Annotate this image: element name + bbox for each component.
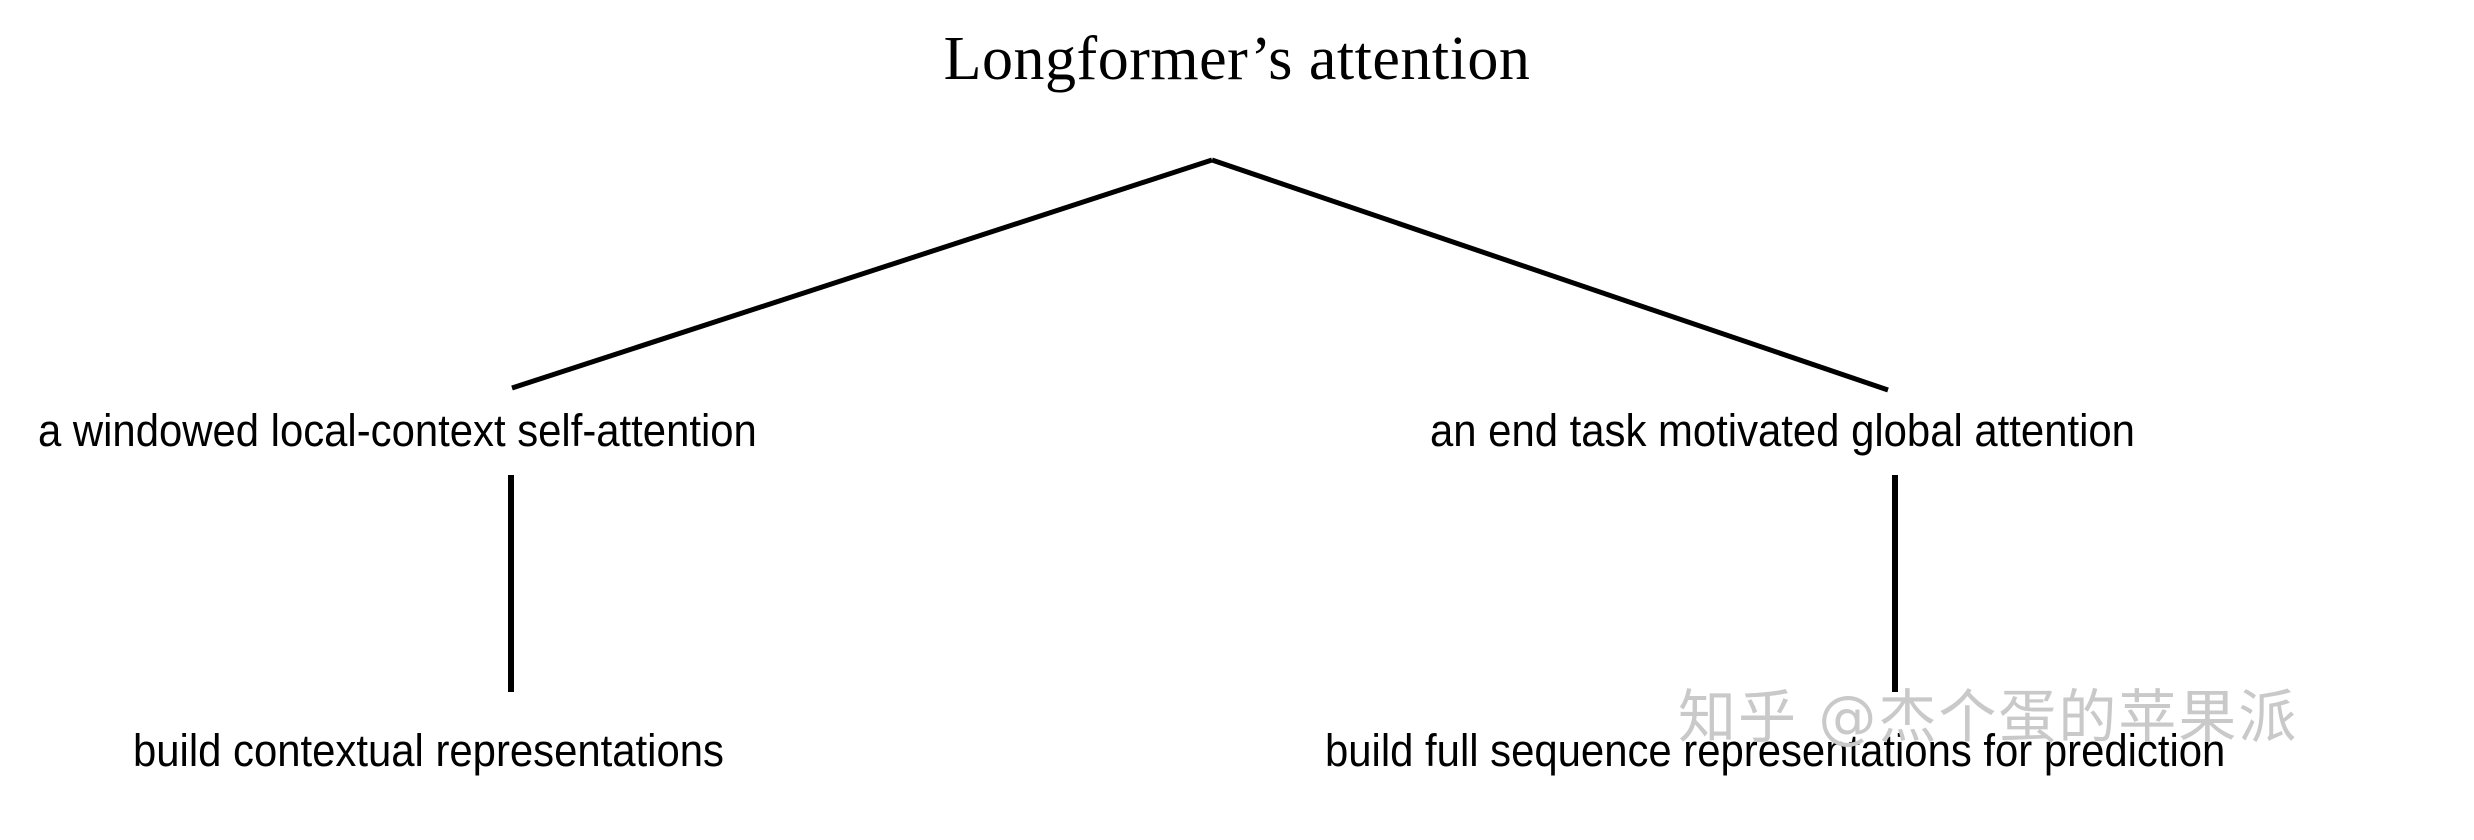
branch-node-global-attention: an end task motivated global attention: [1430, 405, 2135, 456]
leaf-node-full-sequence-representations: build full sequence representations for …: [1325, 725, 2226, 776]
edge-root-to-left-branch: [511, 157, 1213, 391]
branch-node-local-attention: a windowed local-context self-attention: [38, 405, 757, 456]
edge-root-to-right-branch: [1211, 157, 1889, 393]
root-node-title: Longformer’s attention: [943, 25, 1531, 93]
leaf-node-contextual-representations: build contextual representations: [133, 725, 724, 776]
